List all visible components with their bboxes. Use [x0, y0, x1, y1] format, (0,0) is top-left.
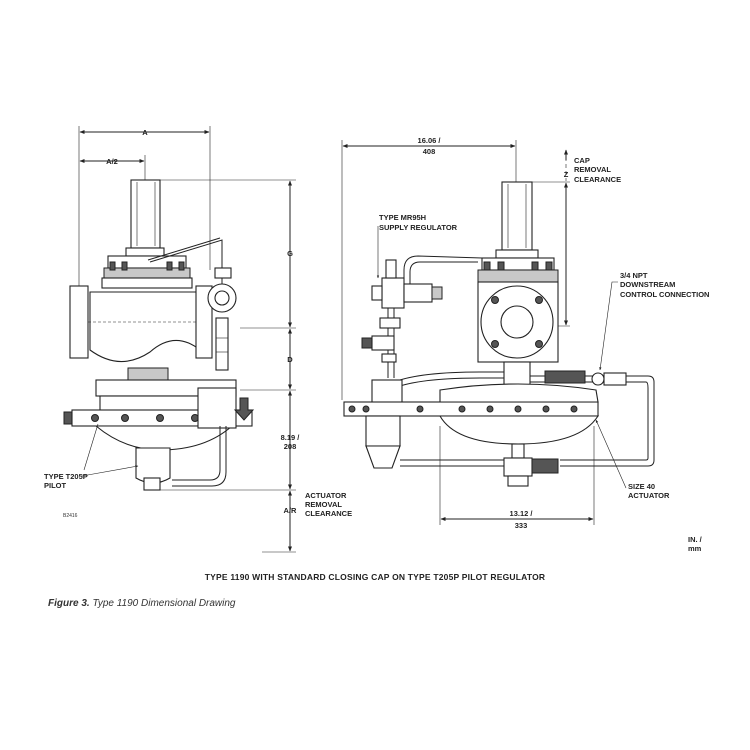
dim-a-label: A — [142, 128, 148, 137]
npt-line1: 3/4 NPT — [620, 271, 648, 280]
right-actuator-bolts — [348, 405, 578, 413]
dim-height-mm-label: 208 — [284, 442, 297, 451]
dim-width-in-label: 16.06 / — [418, 136, 442, 145]
actuator-size-line1: SIZE 40 — [628, 482, 655, 491]
supply-regulator-line1: TYPE MR95H — [379, 213, 426, 222]
actuator-removal-line2: REMOVAL — [305, 500, 342, 509]
dim-z-label: Z — [564, 170, 569, 179]
cap-removal-line1: CAP — [574, 156, 590, 165]
bonnet-bolts — [109, 261, 185, 271]
dim-ar-label: A/R — [284, 506, 298, 515]
pilot-label-line2: PILOT — [44, 481, 67, 490]
figure-number: Figure 3. — [48, 598, 90, 609]
actuator-removal-line1: ACTUATOR — [305, 491, 347, 500]
units-line2: mm — [688, 544, 702, 553]
figure-title: TYPE 1190 WITH STANDARD CLOSING CAP ON T… — [204, 572, 546, 582]
cap-removal-line2: REMOVAL — [574, 165, 611, 174]
actuator-removal-line3: CLEARANCE — [305, 509, 352, 518]
dim-a-half-label: A/2 — [106, 157, 118, 166]
flange-bolts — [491, 296, 543, 348]
dim-d-label: D — [287, 355, 293, 364]
actuator-size-line2: ACTUATOR — [628, 491, 670, 500]
right-side-view — [341, 140, 655, 525]
figure-caption-text: Type 1190 Dimensional Drawing — [89, 598, 236, 609]
dim-height-in-label: 8.19 / — [281, 433, 301, 442]
cap-removal-line3: CLEARANCE — [574, 175, 621, 184]
figure-caption: Figure 3. Type 1190 Dimensional Drawing — [48, 598, 236, 609]
dim-g-label: G — [287, 249, 293, 258]
drawing-code: B2416 — [63, 513, 78, 519]
dim-actuator-in-label: 13.12 / — [510, 509, 534, 518]
supply-regulator-line2: SUPPLY REGULATOR — [379, 223, 458, 232]
npt-line3: CONTROL CONNECTION — [620, 290, 709, 299]
dim-actuator-mm-label: 333 — [515, 521, 528, 530]
units-line1: IN. / — [688, 535, 703, 544]
pilot-label-line1: TYPE T205P — [44, 472, 88, 481]
npt-line2: DOWNSTREAM — [620, 280, 675, 289]
left-front-view — [63, 126, 296, 553]
dim-width-mm-label: 408 — [423, 147, 436, 156]
